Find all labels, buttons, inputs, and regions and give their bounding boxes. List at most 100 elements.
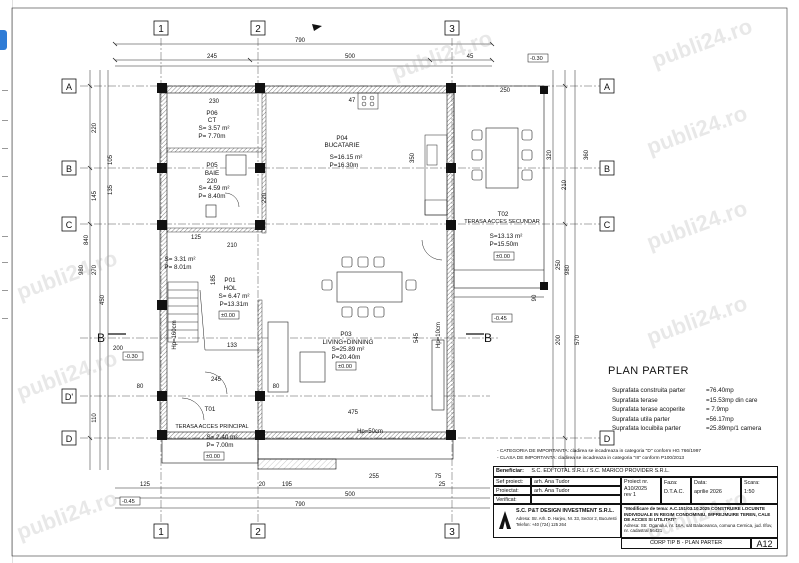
axis-label-1: 1: [158, 24, 164, 35]
dim-right-c: 570: [575, 334, 581, 345]
dim-right-f: 90: [532, 294, 538, 301]
legend-label: Suprafata terase acoperite: [612, 406, 685, 414]
faza-value: D.T.A.C.: [664, 489, 685, 495]
room-P01: P01 HOL S= 6.47 m² P=13.31m: [219, 277, 250, 308]
room-area: S= 2.40 m²: [207, 434, 238, 441]
room-name: TERASA ACCES PRINCIPAL: [175, 424, 248, 430]
watermark-text: publi24.ro: [388, 25, 495, 84]
company-cell: S.C. P&T DESIGN INVESTMENT S.R.L. Adresa…: [493, 504, 621, 538]
toolbar-toggle-button[interactable]: [0, 30, 7, 50]
room-code: P03: [340, 331, 352, 338]
room-stair: S= 3.31 m² P= 8.01m: [164, 256, 195, 271]
left-toolbar: [0, 0, 13, 563]
dimension-texts: 790 245 500 45 125 20 195 255 75 25 500 …: [79, 38, 590, 508]
sheet-number: A12: [751, 538, 778, 549]
room-perimeter: P=20.40m: [332, 354, 361, 361]
dim-inner-545: 545: [414, 332, 420, 343]
dimension-lines: [89, 43, 576, 509]
dim-inner-230: 230: [209, 99, 220, 105]
dim-inner-125: 125: [191, 235, 202, 241]
room-area: S=16.15 m²: [330, 154, 363, 161]
dim-inner-250: 250: [500, 88, 511, 94]
dim-bottom-seg3: 195: [282, 482, 293, 488]
company-logo-icon: [499, 511, 511, 529]
scara-value: 1:50: [744, 489, 755, 495]
room-area: S=25.89 m²: [332, 346, 365, 353]
column-axis-labels: 1 2 3 1 2 3: [153, 20, 460, 539]
axis-label-2-bottom: 2: [255, 527, 261, 538]
toolbar-tick: [2, 262, 8, 263]
section-markers: B B: [97, 24, 492, 345]
legend-row: Suprafata construita parter=76.40mp: [612, 386, 761, 396]
dim-bottom-total1: 500: [345, 492, 356, 498]
scara-label: Scara:: [744, 480, 760, 486]
legend-value: =15.53mp din care: [706, 396, 758, 404]
dim-left-h: 135: [108, 184, 114, 195]
level-marker: ±0.00: [221, 313, 235, 319]
dim-inner-80a: 80: [137, 384, 144, 390]
company-name: S.C. P&T DESIGN INVESTMENT S.R.L.: [516, 508, 614, 514]
toolbar-tick: [2, 318, 8, 319]
faza-label: Faza:: [664, 480, 678, 486]
dim-left-d: 270: [92, 264, 98, 275]
area-legend: Suprafata construita parter=76.40mp Supr…: [612, 386, 761, 434]
axis-label-B: B: [66, 164, 72, 174]
axis-label-D-right: D: [604, 434, 611, 444]
room-T01: T01 TERASA ACCES PRINCIPAL S= 2.40 m² P=…: [175, 406, 248, 449]
dim-right-g: 210: [562, 179, 568, 190]
section-marker-right: B: [484, 331, 492, 345]
legend-label: Suprafata utila parter: [612, 415, 670, 423]
watermark-text: publi24.ro: [643, 100, 750, 159]
room-area: S= 6.47 m²: [219, 293, 250, 300]
legend-value: = 7.9mp: [706, 406, 729, 414]
dim-inner-133: 133: [227, 343, 238, 349]
section-marker-left: B: [97, 331, 105, 345]
level-marker: -0.30: [530, 56, 543, 62]
dim-left-f: 110: [92, 413, 98, 423]
class-note: - CATEGORIA DE IMPORTANTA: cladirea se i…: [497, 449, 702, 454]
room-name: BAIE: [205, 170, 219, 177]
sef-value: arh. Ana Tudor: [531, 477, 621, 486]
stairs: [167, 281, 260, 351]
level-marker: -0.45: [494, 316, 507, 322]
dim-bottom-seg5: 75: [435, 474, 442, 480]
dimension-ticks: [87, 41, 568, 441]
plan-title: PLAN PARTER: [608, 365, 689, 377]
beneficiar-value: S.C. EDI TOTAL S.R.L./ S.C. MARICO PROVI…: [531, 468, 670, 474]
project-address: Adresa: Str. Oganului, nr. 16A, sat Bala…: [624, 522, 773, 534]
dim-inner-200: 200: [113, 346, 124, 352]
legend-row: Suprafata locuibila parter=25.89mp/1 cam…: [612, 424, 761, 434]
company-phone: Telefon: +40 (724) 125 264: [516, 522, 567, 527]
room-code: P06: [206, 110, 218, 117]
dim-bottom-seg2: 20: [259, 482, 266, 488]
watermark-text: publi24.ro: [643, 290, 750, 349]
sef-label: Sef proiect:: [493, 477, 531, 486]
watermark-text: publi24.ro: [648, 13, 755, 72]
toolbar-tick: [2, 176, 8, 177]
dim-top-seg3: 45: [467, 54, 474, 60]
room-perimeter: P= 7.00m: [206, 442, 233, 449]
room-code: T01: [205, 406, 216, 413]
dim-top-seg2: 500: [345, 54, 356, 60]
axis-label-Dprime: D': [65, 392, 73, 402]
hp-160-label: Hp=160cm: [172, 320, 178, 349]
dim-left-a: 220: [92, 122, 98, 133]
room-dim-220: 220: [207, 178, 218, 185]
beneficiar-row: Beneficiar: S.C. EDI TOTAL S.R.L./ S.C. …: [493, 466, 778, 477]
classification-notes: - CATEGORIA DE IMPORTANTA: cladirea se i…: [497, 449, 701, 462]
room-area: S= 3.57 m²: [199, 125, 230, 132]
watermark-text: publi24.ro: [13, 485, 120, 544]
legend-value: =56.17mp: [706, 415, 734, 423]
room-area: S=13.13 m²: [490, 233, 523, 240]
furniture: [205, 127, 533, 411]
room-perimeter: P= 8.40m: [198, 193, 225, 200]
watermark-text: publi24.ro: [643, 195, 750, 254]
room-P03: P03 LIVING+DINNING S=25.89 m² P=20.40m: [323, 331, 374, 361]
dim-right-a: 320: [547, 149, 553, 160]
proiectat-label: Proiectat:: [493, 486, 531, 495]
revision: rev 1: [624, 492, 636, 499]
dim-left-c: 840: [84, 234, 90, 245]
level-markers: -0.30 ±0.00 ±0.00 ±0.00 ±0.00 -0.30 -0.4…: [119, 53, 549, 506]
proiect-nr: Proiect nr. A10/2025 rev 1: [621, 477, 661, 504]
